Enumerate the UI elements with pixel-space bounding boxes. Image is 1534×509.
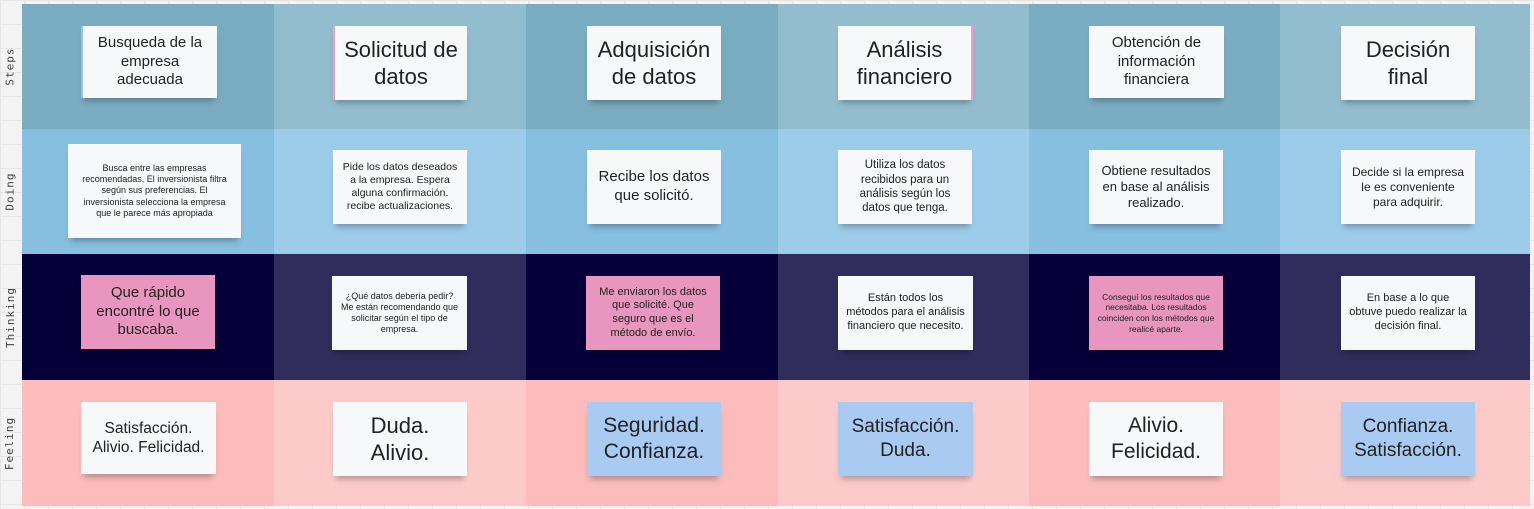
note-text: Obtiene resultados en base al análisis r… [1101,162,1211,211]
row-label-doing: Doing [0,129,20,254]
sticky-note-feeling-3[interactable]: Seguridad. Confianza. [587,402,721,476]
sticky-note-feeling-6[interactable]: Confianza. Satisfacción. [1341,402,1475,476]
sticky-note-thinking-2[interactable]: ¿Qué datos debería pedir? Me están recom… [332,276,467,350]
sticky-note-thinking-4[interactable]: Están todos los métodos para el análisis… [838,276,973,350]
note-text: Satisfacción. Alivio. Felicidad. [92,419,205,456]
row-label-thinking: Thinking [0,254,20,380]
note-text: Utiliza los datos recibidos para un anál… [859,159,951,215]
note-text: Busqueda de la empresa adecuada [97,33,203,89]
sticky-note-feeling-2[interactable]: Duda. Alivio. [333,402,467,476]
sticky-note-feeling-4[interactable]: Satisfacción. Duda. [838,402,973,476]
note-text: Satisfacción. Duda. [851,416,960,461]
sticky-note-steps-3[interactable]: Adquisición de datos [587,26,721,100]
sticky-note-doing-1[interactable]: Busca entre las empresas recomendadas. E… [68,144,241,238]
sticky-note-thinking-1[interactable]: Que rápido encontré lo que buscaba. [81,275,215,349]
note-text: Análisis financiero [856,36,953,90]
sticky-note-feeling-1[interactable]: Satisfacción. Alivio. Felicidad. [81,402,216,474]
sticky-note-thinking-6[interactable]: En base a lo que obtuve puedo realizar l… [1341,276,1475,350]
note-text: Conseguí los resultados que necesitaba. … [1097,291,1215,334]
note-text: Adquisición de datos [597,36,711,90]
note-text: Me enviaron los datos que solicité. Que … [599,285,707,339]
note-text: En base a lo que obtuve puedo realizar l… [1349,292,1467,332]
row-label-text: Feeling [3,416,17,470]
note-text: Duda. Alivio. [370,412,430,466]
note-text: Decisión final [1365,36,1451,90]
note-text: Busca entre las empresas recomendadas. E… [82,162,227,218]
sticky-note-doing-5[interactable]: Obtiene resultados en base al análisis r… [1089,150,1223,224]
row-label-feeling: Feeling [0,380,20,506]
sticky-note-steps-1[interactable]: Busqueda de la empresa adecuada [81,26,217,98]
sticky-note-doing-6[interactable]: Decide si la empresa le es conveniente p… [1341,150,1475,224]
sticky-note-thinking-3[interactable]: Me enviaron los datos que solicité. Que … [586,276,720,350]
sticky-note-steps-5[interactable]: Obtención de información financiera [1089,26,1224,98]
sticky-note-doing-2[interactable]: Pide los datos deseados a la empresa. Es… [333,150,467,224]
sticky-note-doing-3[interactable]: Recibe los datos que solicitó. [587,150,721,224]
note-text: ¿Qué datos debería pedir? Me están recom… [340,290,459,335]
sticky-note-steps-4[interactable]: Análisis financiero [838,26,973,100]
note-text: Solicitud de datos [344,36,458,90]
note-text: Seguridad. Confianza. [603,413,705,463]
note-text: Alivio. Felicidad. [1111,413,1201,463]
row-label-text: Thinking [3,286,17,348]
sticky-note-thinking-5[interactable]: Conseguí los resultados que necesitaba. … [1089,276,1223,350]
note-text: Obtención de información financiera [1111,33,1202,89]
row-labels: Steps Doing Thinking Feeling [0,4,20,506]
journey-map-board[interactable]: Busqueda de la empresa adecuada Solicitu… [22,4,1530,506]
note-text: Están todos los métodos para el análisis… [846,292,965,332]
row-label-text: Steps [3,47,17,86]
sticky-note-steps-6[interactable]: Decisión final [1341,26,1475,100]
sticky-note-doing-4[interactable]: Utiliza los datos recibidos para un anál… [838,150,972,224]
note-text: Decide si la empresa le es conveniente p… [1351,164,1465,209]
note-text: Que rápido encontré lo que buscaba. [96,283,200,339]
note-text: Confianza. Satisfacción. [1354,416,1462,461]
note-text: Pide los datos deseados a la empresa. Es… [342,160,458,213]
sticky-note-steps-2[interactable]: Solicitud de datos [333,26,467,100]
sticky-note-feeling-5[interactable]: Alivio. Felicidad. [1089,402,1223,476]
row-label-steps: Steps [0,4,20,129]
note-text: Recibe los datos que solicitó. [598,168,710,204]
row-label-text: Doing [3,172,17,211]
